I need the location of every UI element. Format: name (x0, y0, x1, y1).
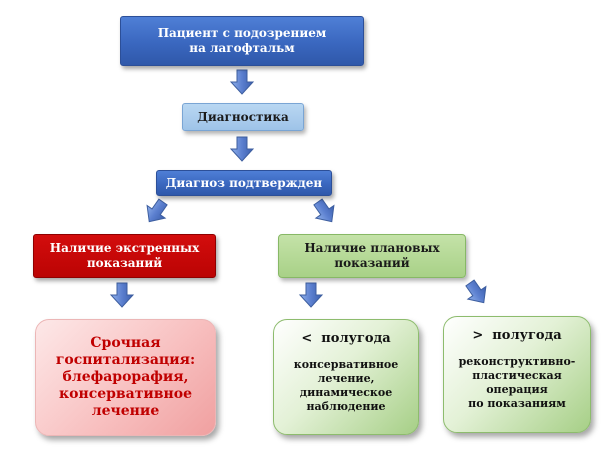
node-less-title: < полугода (301, 331, 391, 346)
node-less-line3: динамическое (299, 386, 393, 399)
node-planned-line1: Наличие плановых (304, 241, 440, 255)
node-patient-suspected: Пациент с подозрением на лагофтальм (120, 16, 364, 66)
node-urgent-line1: Срочная (90, 335, 161, 351)
arrow-confirmed-to-emergency (139, 195, 173, 229)
node-diagnosis-confirmed: Диагноз подтвержден (156, 170, 332, 196)
node-emergency-indications: Наличие экстренных показаний (33, 234, 216, 278)
node-emergency-line2: показаний (86, 256, 163, 270)
arrow-planned-to-more-half-year (460, 276, 494, 310)
node-patient-line1: Пациент с подозрением (157, 26, 327, 40)
node-diagnostics-label: Диагностика (197, 110, 289, 124)
node-emergency-line1: Наличие экстренных (49, 241, 200, 255)
node-more-than-half-year: > полугода реконструктивно- пластическая… (443, 316, 591, 433)
arrow-planned-to-less-half-year (299, 282, 323, 308)
arrow-emergency-to-urgent (110, 282, 134, 308)
node-diagnostics: Диагностика (182, 103, 304, 131)
node-planned-indications: Наличие плановых показаний (278, 234, 466, 278)
node-less-line1: консервативное (293, 358, 399, 371)
node-more-line3: операция (486, 383, 548, 396)
node-patient-line2: на лагофтальм (189, 41, 295, 55)
node-confirmed-label: Диагноз подтвержден (165, 176, 323, 190)
node-more-line4: по показаниям (468, 397, 566, 410)
arrow-confirmed-to-planned (308, 195, 342, 229)
node-less-than-half-year: < полугода консервативное лечение, динам… (273, 319, 419, 435)
node-less-line4: наблюдение (306, 400, 386, 413)
node-less-line2: лечение, (317, 372, 375, 385)
arrow-patient-to-diagnostics (230, 69, 254, 95)
node-more-line2: пластическая (472, 369, 562, 382)
node-urgent-line2: госпитализация: (55, 352, 196, 368)
node-more-title: > полугода (472, 328, 562, 343)
node-urgent-line4: консервативное (59, 386, 192, 402)
node-urgent-line3: блефарорафия, (62, 369, 189, 385)
node-more-line1: реконструктивно- (458, 355, 576, 368)
node-planned-line2: показаний (334, 256, 410, 270)
node-urgent-hospitalization: Срочная госпитализация: блефарорафия, ко… (35, 319, 216, 436)
arrow-diagnostics-to-confirmed (230, 136, 254, 162)
node-urgent-line5: лечение (91, 403, 160, 419)
